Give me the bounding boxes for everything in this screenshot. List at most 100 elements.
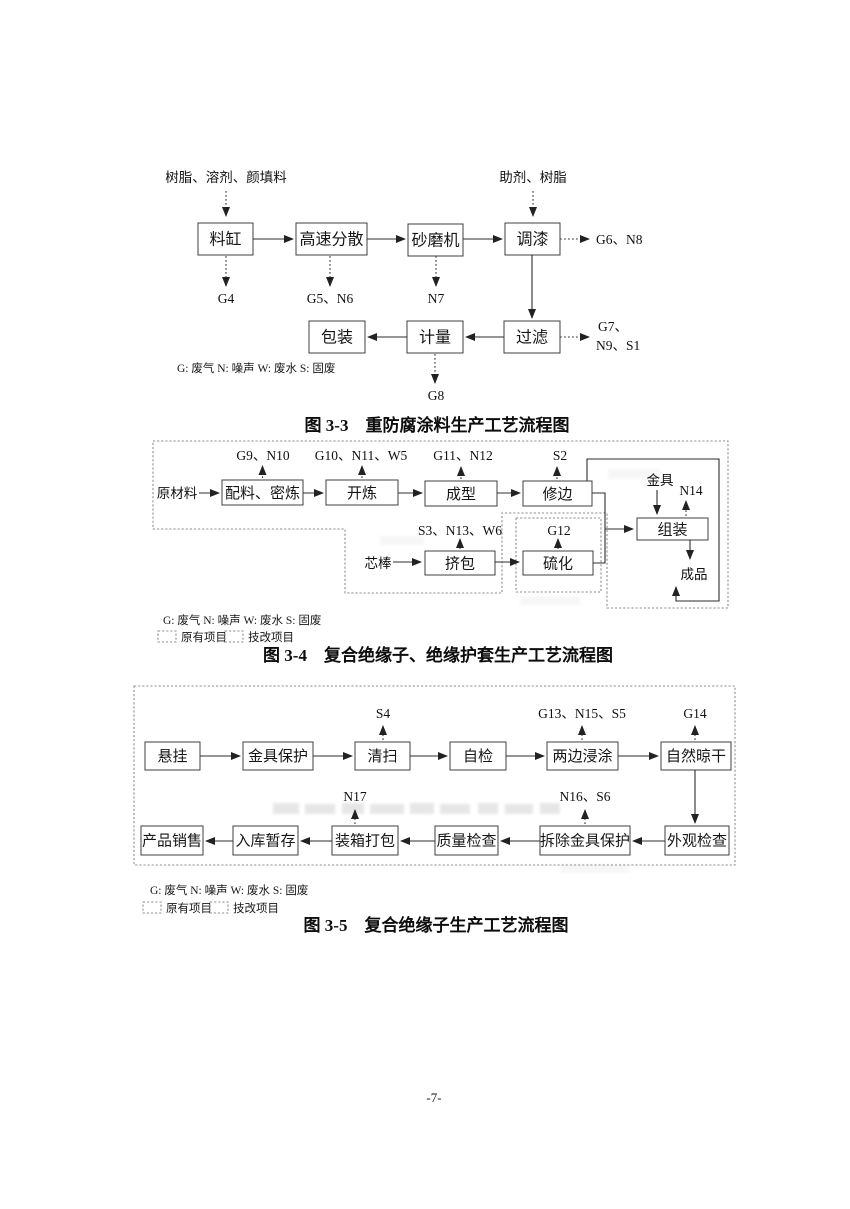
box-label: 质量检查 bbox=[436, 833, 496, 850]
existing-project-dashed-region bbox=[133, 685, 736, 866]
box-trimming: 修边 bbox=[522, 480, 593, 507]
emission-label-s4: S4 bbox=[376, 706, 391, 721]
bleed-through-ghost bbox=[273, 803, 560, 814]
legend-existing-project-label: 原有项目 bbox=[181, 630, 227, 644]
legend-abbreviations: G: 废气 N: 噪声 W: 废水 S: 固废 bbox=[150, 883, 308, 897]
legend-renovation-project-swatch bbox=[209, 901, 229, 914]
box-cleaning: 清扫 bbox=[354, 741, 411, 771]
figure-3-5-diagram: S4 G13、N15、S5 G14 悬挂 金具保护 清扫 自检 两边浸涂 自然晾… bbox=[133, 685, 736, 935]
box-label: 清扫 bbox=[367, 748, 397, 765]
existing-project-dashed-region bbox=[152, 440, 729, 609]
bypass-line-trim-to-product bbox=[586, 458, 720, 602]
emission-label-g10-n11-w5: G10、N11、W5 bbox=[315, 448, 408, 463]
box-label: 硫化 bbox=[543, 556, 573, 573]
box-material-tank: 料缸 bbox=[197, 222, 254, 256]
legend-renovation-project-swatch bbox=[224, 630, 244, 643]
box-label: 砂磨机 bbox=[411, 232, 459, 250]
box-product-sales: 产品销售 bbox=[140, 825, 204, 856]
box-label: 高速分散 bbox=[299, 231, 363, 249]
box-fitting-protection: 金具保护 bbox=[242, 741, 314, 771]
emission-label-n7: N7 bbox=[428, 291, 445, 306]
box-label: 配料、密炼 bbox=[225, 485, 300, 502]
box-label: 外观检查 bbox=[667, 833, 727, 850]
box-label: 悬挂 bbox=[157, 748, 187, 765]
box-natural-drying: 自然晾干 bbox=[660, 741, 732, 771]
box-packing: 装箱打包 bbox=[331, 825, 399, 856]
emission-label-g8: G8 bbox=[428, 388, 445, 403]
page-number: -7- bbox=[426, 1090, 441, 1105]
box-molding: 成型 bbox=[424, 480, 498, 507]
figure-3-3-diagram: 树脂、溶剂、颜填料 助剂、树脂 料缸 高速分散 砂磨机 调漆 G6、N8 G4 … bbox=[165, 170, 642, 435]
legend-abbreviations: G: 废气 N: 噪声 W: 废水 S: 固废 bbox=[177, 361, 335, 375]
emission-label-n17: N17 bbox=[343, 789, 366, 804]
figure-3-4-diagram: 原材料 配料、密炼 开炼 成型 修边 G9、N10 G10、N11、W5 G11… bbox=[152, 440, 729, 665]
input-label-metal-fittings: 金具 bbox=[647, 473, 674, 488]
box-high-speed-dispersion: 高速分散 bbox=[295, 222, 368, 256]
input-label-raw-material: 原材料 bbox=[157, 486, 198, 501]
box-paint-tinting: 调漆 bbox=[504, 222, 561, 256]
emission-label-g14: G14 bbox=[683, 706, 706, 721]
emission-label-s3-n13-w6: S3、N13、W6 bbox=[418, 523, 502, 538]
input-label-resin-solvent-pigment: 树脂、溶剂、颜填料 bbox=[165, 170, 287, 185]
box-extrusion: 挤包 bbox=[424, 550, 496, 576]
legend-existing-project-swatch bbox=[142, 901, 162, 914]
legend-renovation-project-label: 技改项目 bbox=[248, 630, 294, 644]
input-label-core-rod: 芯棒 bbox=[365, 556, 392, 571]
emission-label-n9-s1: N9、S1 bbox=[596, 338, 640, 353]
emission-label-g9-n10: G9、N10 bbox=[236, 448, 289, 463]
figure-3-3-caption: 图 3-3 重防腐涂料生产工艺流程图 bbox=[305, 415, 570, 435]
box-filter: 过滤 bbox=[503, 320, 561, 354]
box-label: 自然晾干 bbox=[666, 748, 726, 765]
box-label: 料缸 bbox=[209, 230, 241, 249]
box-label: 入库暂存 bbox=[235, 833, 295, 850]
emission-label-g5-n6: G5、N6 bbox=[307, 291, 354, 306]
box-quality-inspection: 质量检查 bbox=[434, 825, 499, 856]
figure-3-5-caption: 图 3-5 复合绝缘子生产工艺流程图 bbox=[304, 915, 569, 935]
box-label: 装箱打包 bbox=[335, 833, 395, 850]
legend-abbreviations: G: 废气 N: 噪声 W: 废水 S: 固废 bbox=[163, 613, 321, 627]
box-label: 开炼 bbox=[347, 485, 377, 502]
bleed-through-ghost bbox=[380, 469, 660, 873]
emission-label-g11-n12: G11、N12 bbox=[433, 448, 493, 463]
legend-existing-project-swatch bbox=[157, 630, 177, 643]
connector-line-trim-vulcanize bbox=[592, 492, 606, 564]
emission-label-g4: G4 bbox=[218, 291, 235, 306]
emission-label-s2: S2 bbox=[553, 448, 567, 463]
box-label: 修边 bbox=[542, 486, 572, 503]
box-label: 包装 bbox=[321, 329, 353, 347]
box-dip-coating-both-sides: 两边浸涂 bbox=[546, 741, 619, 771]
box-label: 拆除金具保护 bbox=[540, 833, 630, 850]
emission-label-n16-s6: N16、S6 bbox=[559, 789, 610, 804]
legend-renovation-project-label: 技改项目 bbox=[233, 901, 279, 915]
finished-product-label: 成品 bbox=[681, 567, 708, 582]
box-remove-fitting-protection: 拆除金具保护 bbox=[539, 825, 631, 856]
box-label: 成型 bbox=[446, 486, 476, 503]
box-label: 金具保护 bbox=[248, 748, 308, 765]
box-compounding-banburying: 配料、密炼 bbox=[221, 479, 304, 506]
emission-label-g6-n8: G6、N8 bbox=[596, 232, 643, 247]
emission-label-g12: G12 bbox=[547, 523, 570, 538]
emission-label-g7: G7、 bbox=[598, 319, 628, 334]
box-packaging: 包装 bbox=[308, 320, 366, 354]
emission-label-g13-n15-s5: G13、N15、S5 bbox=[538, 706, 626, 721]
box-label: 过滤 bbox=[516, 329, 548, 347]
box-warehousing: 入库暂存 bbox=[232, 825, 299, 856]
box-hanging: 悬挂 bbox=[144, 741, 201, 771]
renovation-project-dashed-region bbox=[515, 517, 602, 593]
box-label: 挤包 bbox=[445, 556, 475, 573]
box-sand-mill: 砂磨机 bbox=[407, 223, 464, 257]
box-label: 计量 bbox=[419, 329, 451, 347]
box-label: 两边浸涂 bbox=[552, 748, 612, 765]
box-vulcanization: 硫化 bbox=[522, 550, 594, 576]
box-label: 自检 bbox=[463, 748, 493, 765]
box-metering: 计量 bbox=[406, 320, 464, 354]
box-label: 产品销售 bbox=[142, 833, 202, 850]
box-assembly: 组装 bbox=[636, 517, 709, 541]
emission-label-n14: N14 bbox=[679, 483, 702, 498]
box-self-inspection: 自检 bbox=[449, 741, 507, 771]
box-label: 调漆 bbox=[516, 231, 548, 249]
legend-existing-project-label: 原有项目 bbox=[166, 901, 212, 915]
box-label: 组装 bbox=[657, 522, 687, 539]
input-label-additive-resin: 助剂、树脂 bbox=[499, 170, 567, 185]
